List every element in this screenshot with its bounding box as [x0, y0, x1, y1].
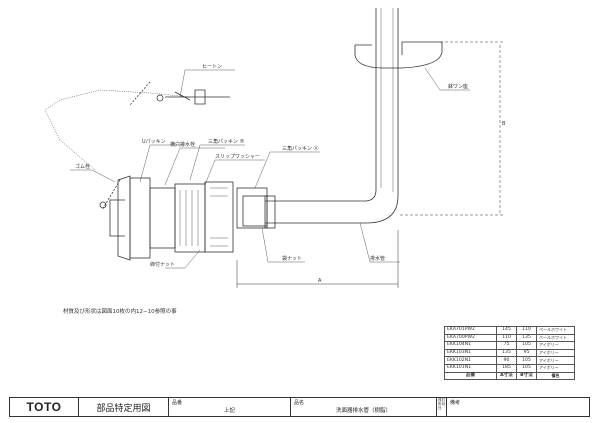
dim-b-cell: 110 [516, 326, 537, 335]
label-overflow-plug: 横穴排水栓 [170, 141, 195, 148]
vertical-pipe [265, 8, 399, 224]
dim-b-cell: 95 [516, 348, 537, 358]
part-code-cell: EKK102N1 [444, 356, 497, 365]
label-bowl: 鉢ワン座 [448, 83, 468, 90]
label-lock-nut: 締付ナット [150, 261, 175, 268]
header-color: 備色 [536, 371, 575, 381]
part-number-cell: 品番 上記 [169, 398, 291, 416]
hoton-hook [165, 89, 230, 105]
label-drain-pipe: 排水管 [370, 255, 385, 262]
part-number-value: 上記 [223, 408, 235, 414]
part-name-caption: 品名 [294, 400, 305, 406]
material-note: 材質及び形状は図面10枚の内12−10参照の事 [63, 309, 177, 315]
dim-a-cell: 185 [496, 363, 517, 373]
header-a: A寸法 [496, 371, 517, 381]
label-rubber-plug: ゴム栓 [75, 163, 90, 170]
part-code-cell: EKK101N1 [444, 363, 497, 373]
label-slip-washer: スリップワッシャー [215, 154, 260, 160]
dim-a-cell: 145 [496, 326, 517, 335]
dim-a-cell: 75 [496, 341, 517, 350]
header-b: B寸法 [516, 371, 537, 381]
title-block: TOTO 部品特定用図 品番 上記 品名 洗面器排水管（樹脂） 改訂年月日 備考 [9, 397, 590, 417]
dim-a-line [236, 230, 399, 288]
part-number-caption: 品番 [172, 400, 183, 406]
label-dim-b: B [502, 121, 506, 127]
label-triangle-packing-b: 三角パッキン ® [208, 138, 244, 145]
color-cell: ペールホワイト [536, 326, 575, 335]
header-code: 品番 [444, 371, 497, 381]
part-name-value: 洗面器排水管（樹脂） [335, 408, 391, 414]
label-drain-nut: 袋ナット [282, 255, 302, 262]
dim-b-line [400, 41, 505, 216]
color-cell: アイボリー [536, 341, 575, 350]
dim-b-cell: 105 [516, 356, 537, 365]
part-name-cell: 品名 洗面器排水管（樹脂） [291, 398, 437, 416]
toto-logo: TOTO [10, 398, 79, 416]
dim-a-cell: 110 [496, 333, 517, 343]
dim-a-cell: 90 [496, 356, 517, 365]
label-dim-a: A [318, 278, 322, 284]
plug-chain [101, 179, 121, 211]
dim-b-cell: 105 [516, 341, 537, 350]
drawing-title: 部品特定用図 [79, 398, 169, 416]
dim-b-cell: 105 [516, 363, 537, 373]
color-cell: ペールホワイト [536, 333, 575, 343]
color-cell: アイボリー [536, 363, 575, 373]
part-code-cell: EKK103N1 [444, 348, 497, 358]
part-code-cell: EKA700PW2 [444, 333, 497, 343]
color-cell: アイボリー [536, 356, 575, 365]
remarks-cell: 備考 [447, 398, 589, 416]
drain-plug-body [129, 177, 151, 259]
dim-b-cell: 135 [516, 333, 537, 343]
label-triangle-packing-a: 三角パッキン Ⓐ [282, 145, 318, 152]
remarks-caption: 備考 [450, 400, 461, 406]
label-u-packing: Uパッキン [142, 139, 166, 145]
dim-a-cell: 135 [496, 348, 517, 358]
part-code-cell: EKK104N1 [444, 341, 497, 350]
label-hoton: ヒートン [202, 64, 222, 70]
color-cell: アイボリー [536, 348, 575, 358]
revision-date-label: 改訂年月日 [437, 398, 447, 416]
part-code-cell: EKA701PW2 [444, 326, 497, 335]
bowl-flange [354, 41, 443, 69]
